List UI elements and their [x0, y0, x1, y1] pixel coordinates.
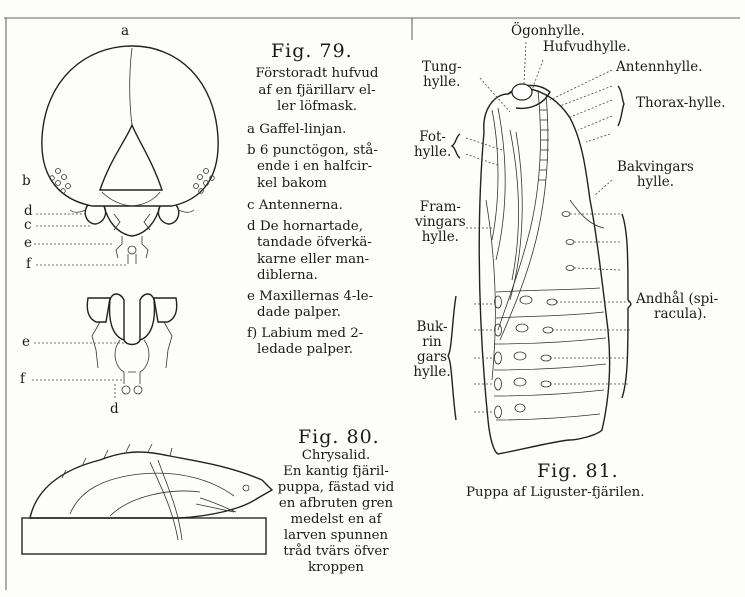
- fig79-head-drawing: [42, 46, 218, 264]
- legend-line: karne eller man-: [247, 252, 397, 269]
- fig79-mouth-label-d: d: [110, 402, 119, 417]
- legend-line: dade palper.: [247, 305, 397, 322]
- fig81-label-tunghylle: Tung- hylle.: [422, 60, 462, 90]
- fig80-caption-line: kroppen: [264, 560, 408, 576]
- legend-line: c Antennerna.: [247, 198, 397, 215]
- label-line: racula).: [636, 307, 718, 322]
- legend-line: ledade palper.: [247, 342, 397, 359]
- fig81-caption: Puppa af Liguster-fjärilen.: [466, 485, 645, 502]
- label-line: hylle.: [415, 230, 466, 245]
- fig81-label-bakvingars: Bakvingars hylle.: [617, 160, 694, 190]
- label-line: rin: [412, 335, 452, 350]
- label-line: hylle.: [422, 75, 462, 90]
- legend-line: ende i en halfcir-: [247, 159, 397, 176]
- fig79-mouth-label-f: f: [20, 372, 25, 387]
- fig79-caption: Förstoradt hufvud af en fjärillarv el- l…: [242, 66, 392, 116]
- label-line: Fram-: [415, 200, 466, 215]
- fig80-chrysalis-drawing: [22, 444, 272, 554]
- fig79-label-c: c: [24, 218, 32, 233]
- label-line: gars: [412, 350, 452, 365]
- fig81-label-antennhylle: Antennhylle.: [616, 60, 702, 75]
- fig80-caption-line: puppa, fästad vid: [264, 480, 408, 496]
- fig79-caption-line: Förstoradt hufvud: [242, 66, 392, 83]
- fig81-label-hufvudhylle: Hufvudhylle.: [543, 40, 631, 55]
- fig81-label-andhal: Andhål (spi- racula).: [636, 292, 718, 322]
- legend-line: f) Labium med 2-: [247, 326, 397, 343]
- fig79-caption-line: af en fjärillarv el-: [242, 83, 392, 100]
- fig79-mouth-label-e: e: [22, 335, 30, 350]
- fig80-caption-line: En kantig fjäril-: [264, 464, 408, 480]
- fig80-caption-line: medelst en af: [264, 512, 408, 528]
- legend-line: a Gaffel-linjan.: [247, 122, 397, 139]
- fig79-label-b: b: [22, 174, 31, 189]
- fig79-legend-item-c: c Antennerna.: [247, 198, 397, 215]
- fig79-legend-item-f: f) Labium med 2- ledade palper.: [247, 326, 397, 359]
- fig80-caption-line: larven spunnen: [264, 528, 408, 544]
- fig81-label-framvingars: Fram- vingars hylle.: [415, 200, 466, 245]
- label-line: Tung-: [422, 60, 462, 75]
- fig81-braces: [448, 86, 631, 420]
- fig81-label-thoraxhylle: Thorax-hylle.: [636, 96, 726, 111]
- label-line: Andhål (spi-: [636, 292, 718, 307]
- legend-line: e Maxillernas 4-le-: [247, 289, 397, 306]
- label-line: hylle.: [617, 175, 694, 190]
- fig79-label-a: a: [121, 24, 129, 39]
- fig79-title: Fig. 79.: [271, 40, 353, 62]
- fig79-head-leader-lines: [34, 214, 126, 265]
- fig79-label-f: f: [26, 257, 31, 272]
- fig81-label-bukringars: Buk- rin gars hylle.: [412, 320, 452, 380]
- fig80-caption-line: tråd tvärs öfver: [264, 544, 408, 560]
- fig79-legend-item-d: d De hornartade, tandade öfverkä- karne …: [247, 219, 397, 285]
- fig80-caption-line: Chrysalid.: [264, 448, 408, 464]
- fig81-label-fothylle: Fot- hylle.: [414, 130, 451, 160]
- legend-line: d De hornartade,: [247, 219, 397, 236]
- label-line: vingars: [415, 215, 466, 230]
- legend-line: tandade öfverkä-: [247, 235, 397, 252]
- fig79-mouth-leader-lines: [32, 343, 124, 398]
- fig79-legend-item-a: a Gaffel-linjan.: [247, 122, 397, 139]
- fig80-title: Fig. 80.: [298, 426, 380, 448]
- legend-line: kel bakom: [247, 176, 397, 193]
- fig81-label-ogonhylle: Ögonhylle.: [511, 24, 585, 39]
- fig79-legend-item-e: e Maxillernas 4-le- dade palper.: [247, 289, 397, 322]
- fig80-caption: Chrysalid. En kantig fjäril- puppa, fäst…: [264, 448, 408, 576]
- label-line: Fot-: [414, 130, 451, 145]
- fig79-label-e: e: [24, 236, 32, 251]
- fig79-caption-line: ler löfmask.: [242, 99, 392, 116]
- fig81-title: Fig. 81.: [537, 460, 619, 482]
- fig80-caption-line: en afbruten gren: [264, 496, 408, 512]
- fig79-legend-item-b: b 6 punctögon, stå- ende i en halfcir- k…: [247, 143, 397, 193]
- label-line: Buk-: [412, 320, 452, 335]
- fig81-leader-lines: [466, 42, 630, 412]
- fig79-mouthparts-drawing: [87, 294, 176, 394]
- legend-line: diblerna.: [247, 268, 397, 285]
- label-line: Bakvingars: [617, 160, 694, 175]
- fig79-legend-list: a Gaffel-linjan. b 6 punctögon, stå- end…: [247, 122, 397, 363]
- label-line: hylle.: [414, 145, 451, 160]
- label-line: hylle.: [412, 365, 452, 380]
- legend-line: b 6 punctögon, stå-: [247, 143, 397, 160]
